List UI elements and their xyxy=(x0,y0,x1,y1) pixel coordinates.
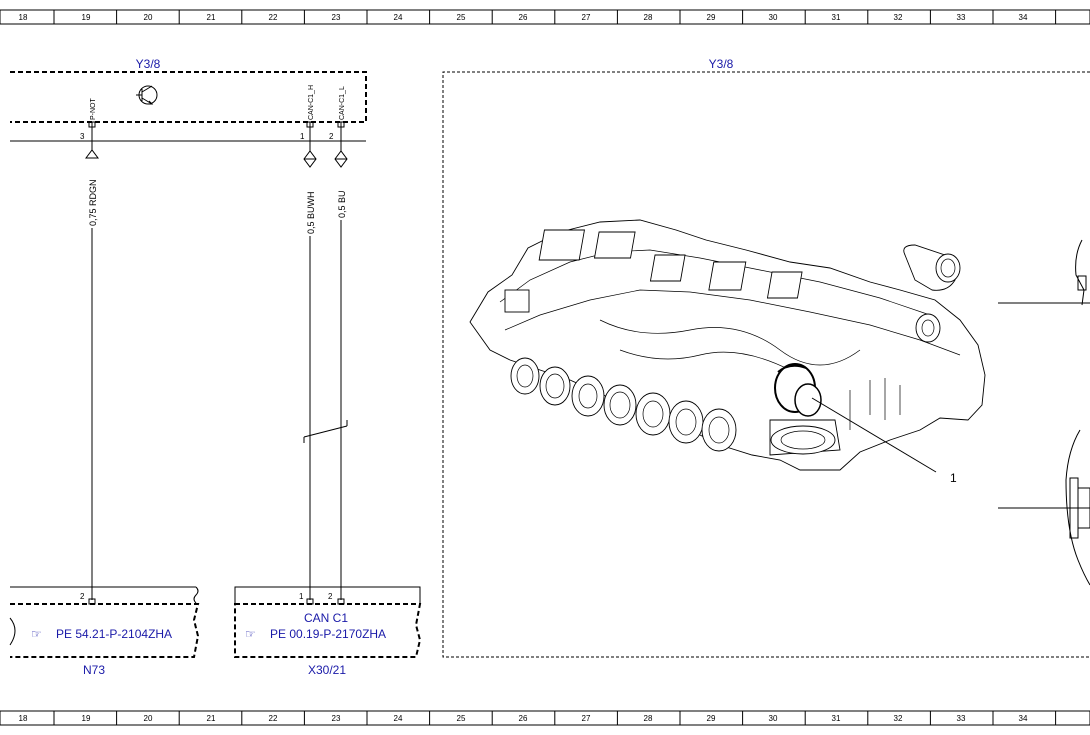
pin-number: 1 xyxy=(299,592,304,601)
ruler-number: 34 xyxy=(1019,714,1028,723)
signal-label-can-c1-l: CAN-C1_L xyxy=(339,86,346,120)
component-x30-21: 1 2 CAN C1 ☞ PE 00.19-P-2170ZHA X30/21 xyxy=(234,586,422,677)
ruler-number: 23 xyxy=(332,714,341,723)
ruler-number: 18 xyxy=(19,13,28,22)
reference-icon: ☞ xyxy=(31,627,42,641)
ruler-number: 26 xyxy=(519,13,528,22)
wire-buwh: 0,5 BUWH xyxy=(306,141,316,600)
ruler-number: 32 xyxy=(894,714,903,723)
ruler-number: 30 xyxy=(769,714,778,723)
photo-panel-title: Y3/8 xyxy=(709,57,734,71)
ruler-number: 33 xyxy=(957,714,966,723)
signal-label-p-not: P-NOT xyxy=(90,98,97,121)
ruler-number: 30 xyxy=(769,13,778,22)
ruler-number: 20 xyxy=(144,13,153,22)
component-n73: 2 ☞ PE 54.21-P-2104ZHA N73 xyxy=(9,586,200,677)
ruler-number: 24 xyxy=(394,714,403,723)
top-ruler: 18 19 20 21 22 23 24 25 26 27 28 29 30 3… xyxy=(0,9,1090,25)
bottom-ruler: 18 19 20 21 22 23 24 25 26 27 28 29 30 3… xyxy=(0,710,1090,726)
valve-body-illustration xyxy=(469,219,986,471)
ruler-number: 19 xyxy=(82,13,91,22)
ruler-number: 25 xyxy=(457,13,466,22)
callout-leader xyxy=(811,397,937,473)
pin-number: 2 xyxy=(328,592,333,601)
reference-link-n73[interactable]: PE 54.21-P-2104ZHA xyxy=(56,627,172,641)
ruler-number: 22 xyxy=(269,13,278,22)
wire-rdgn: 0,75 RDGN xyxy=(88,141,98,600)
ruler-number: 18 xyxy=(19,714,28,723)
pin-number: 2 xyxy=(329,132,334,141)
module-title: Y3/8 xyxy=(136,57,161,71)
pin-number: 1 xyxy=(300,132,305,141)
component-name-n73: N73 xyxy=(83,663,105,677)
wire-bu: 0,5 BU xyxy=(337,141,347,600)
twisted-pair-marker xyxy=(303,420,348,443)
callout-number: 1 xyxy=(950,471,957,485)
ruler-number: 29 xyxy=(707,13,716,22)
component-label-can-c1: CAN C1 xyxy=(304,611,348,625)
ruler-number: 21 xyxy=(207,13,216,22)
ruler-number: 20 xyxy=(144,714,153,723)
connector-arrow-icon xyxy=(85,149,99,159)
ruler-number: 28 xyxy=(644,13,653,22)
ruler-number: 24 xyxy=(394,13,403,22)
ruler-number: 31 xyxy=(832,13,841,22)
ruler-number: 32 xyxy=(894,13,903,22)
wire-label: 0,5 BUWH xyxy=(306,191,316,234)
ruler-number: 22 xyxy=(269,714,278,723)
ruler-number: 25 xyxy=(457,714,466,723)
partial-drawing-right xyxy=(998,239,1090,586)
ruler-number: 23 xyxy=(332,13,341,22)
ruler-number: 31 xyxy=(832,714,841,723)
connector-double-arrow-icon xyxy=(334,150,348,168)
photo-panel: Y3/8 xyxy=(442,57,1090,658)
ruler-number: 27 xyxy=(582,13,591,22)
signal-label-can-c1-h: CAN-C1_H xyxy=(308,85,315,120)
ruler-number: 33 xyxy=(957,13,966,22)
reference-link-x30[interactable]: PE 00.19-P-2170ZHA xyxy=(270,627,386,641)
module-y3-8-schematic: Y3/8 P-NOT CAN-C1_H CAN-C1_L 3 1 2 xyxy=(10,57,367,142)
ruler-number: 21 xyxy=(207,714,216,723)
pin-number: 2 xyxy=(80,592,85,601)
pin-number: 3 xyxy=(80,132,85,141)
transistor-icon xyxy=(136,85,158,105)
reference-icon: ☞ xyxy=(245,627,256,641)
ruler-number: 29 xyxy=(707,714,716,723)
ruler-number: 19 xyxy=(82,714,91,723)
connector-double-arrow-icon xyxy=(303,150,317,168)
ruler-number: 26 xyxy=(519,714,528,723)
connector-highlight xyxy=(774,363,822,417)
wire-label: 0,75 RDGN xyxy=(88,179,98,226)
component-name-x30-21: X30/21 xyxy=(308,663,346,677)
ruler-number: 27 xyxy=(582,714,591,723)
ruler-number: 34 xyxy=(1019,13,1028,22)
solenoid-row xyxy=(510,357,737,452)
wire-label: 0,5 BU xyxy=(337,190,347,218)
ruler-number: 28 xyxy=(644,714,653,723)
